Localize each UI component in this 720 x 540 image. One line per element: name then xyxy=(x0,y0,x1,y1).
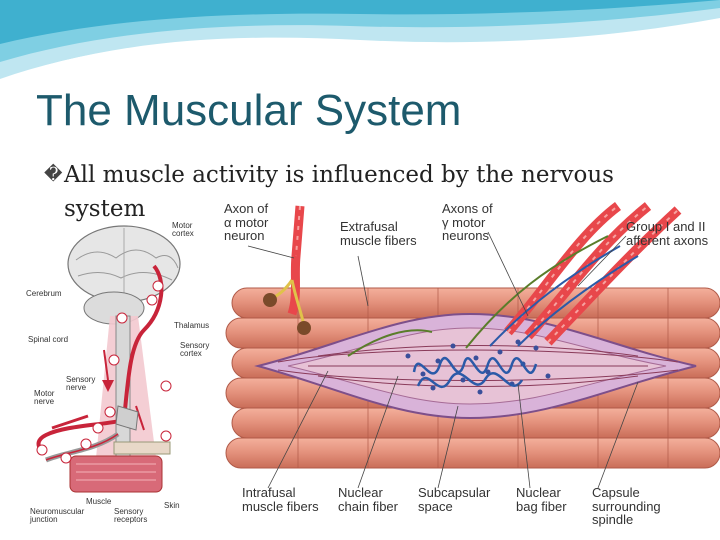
label-sensory-cortex-line1: Sensory xyxy=(180,341,210,350)
label-subcapsular-line2: space xyxy=(418,498,453,514)
label-nuclear-bag-line2: bag fiber xyxy=(516,498,567,514)
label-subcapsular: Subcapsular space xyxy=(418,486,490,513)
label-sensory-receptors-line1: Sensory xyxy=(114,507,144,516)
label-capsule-line1: Capsule xyxy=(592,485,640,500)
label-nuclear-bag-line1: Nuclear xyxy=(516,485,561,500)
label-axons-gamma-line3: neurons xyxy=(442,228,489,244)
bullet-marker: � xyxy=(44,164,63,185)
label-sensory-nerve: Sensory nerve xyxy=(66,375,96,393)
label-group-line2: afferent axons xyxy=(626,232,709,248)
muscle-spindle-figure: Axon of α motor neuron Extrafusal muscle… xyxy=(218,196,720,540)
nervous-pathway-figure: Motor cortex Cerebrum Thalamus Spinal co… xyxy=(26,220,222,532)
label-sensory-nerve-line1: Sensory xyxy=(66,375,96,384)
afferent-coils xyxy=(412,356,538,389)
label-motor-nerve-line1: Motor xyxy=(34,389,55,398)
label-axon-alpha-line3: neuron xyxy=(224,228,265,244)
muscle-block xyxy=(69,441,171,493)
label-skin: Skin xyxy=(164,501,180,510)
slide-title: The Muscular System xyxy=(36,86,462,135)
label-group-line1: Group I and II xyxy=(626,219,706,234)
label-extrafusal-line2: muscle fibers xyxy=(340,232,417,248)
label-axon-alpha-line2: α motor xyxy=(224,214,269,230)
label-axons-gamma-line1: Axons of xyxy=(442,201,493,216)
label-muscle: Muscle xyxy=(86,497,112,506)
label-thalamus: Thalamus xyxy=(174,321,210,330)
label-axons-gamma: Axons of γ motor neurons xyxy=(442,202,493,243)
label-motor-cortex-line2: cortex xyxy=(172,229,194,239)
label-sensory-receptors: Sensory receptors xyxy=(114,507,148,525)
label-extrafusal: Extrafusal muscle fibers xyxy=(340,220,417,247)
nervous-pathway-illustration xyxy=(36,225,181,493)
label-sensory-receptors-line2: receptors xyxy=(114,515,148,525)
label-sensory-cortex-line2: cortex xyxy=(180,349,202,359)
label-axon-alpha: Axon of α motor neuron xyxy=(224,202,268,243)
afferent-axons xyxy=(347,235,639,357)
label-nmj-line1: Neuromuscular xyxy=(30,507,85,516)
alpha-motor-axon xyxy=(263,205,311,335)
label-capsule-line2: surrounding xyxy=(592,498,661,514)
header-wave-decoration xyxy=(0,0,720,81)
bullet-line-2: system xyxy=(64,196,146,222)
label-axons-gamma-line2: γ motor xyxy=(442,214,486,230)
label-sensory-cortex: Sensory cortex xyxy=(180,341,210,359)
label-motor-nerve-line2: nerve xyxy=(34,397,55,407)
label-motor-cortex-line1: Motor xyxy=(172,221,193,230)
label-nuclear-chain-line1: Nuclear xyxy=(338,485,383,500)
label-capsule: Capsule surrounding spindle xyxy=(592,486,661,527)
label-nuclear-chain-line2: chain fiber xyxy=(338,498,398,514)
label-capsule-line3: spindle xyxy=(592,512,634,528)
muscle-spindle-illustration xyxy=(225,202,720,489)
label-intrafusal-line1: Intrafusal xyxy=(242,485,296,500)
label-spinal-cord: Spinal cord xyxy=(28,335,69,344)
label-intrafusal-line2: muscle fibers xyxy=(242,498,319,514)
label-axon-alpha-line1: Axon of xyxy=(224,201,269,216)
label-neuromuscular-junction: Neuromuscular junction xyxy=(30,507,85,525)
label-subcapsular-line1: Subcapsular xyxy=(418,485,491,500)
label-cerebrum: Cerebrum xyxy=(26,289,62,298)
bullet-line-1: All muscle activity is influenced by the… xyxy=(64,162,614,188)
label-nmj-line2: junction xyxy=(30,515,58,525)
label-nuclear-bag: Nuclear bag fiber xyxy=(516,486,567,513)
label-nuclear-chain: Nuclear chain fiber xyxy=(338,486,398,513)
label-intrafusal: Intrafusal muscle fibers xyxy=(242,486,319,513)
label-group-afferent: Group I and II afferent axons xyxy=(626,220,708,247)
label-sensory-nerve-line2: nerve xyxy=(66,383,87,393)
label-extrafusal-line1: Extrafusal xyxy=(340,219,398,234)
label-motor-nerve: Motor nerve xyxy=(34,389,55,407)
label-motor-cortex: Motor cortex xyxy=(172,221,194,239)
